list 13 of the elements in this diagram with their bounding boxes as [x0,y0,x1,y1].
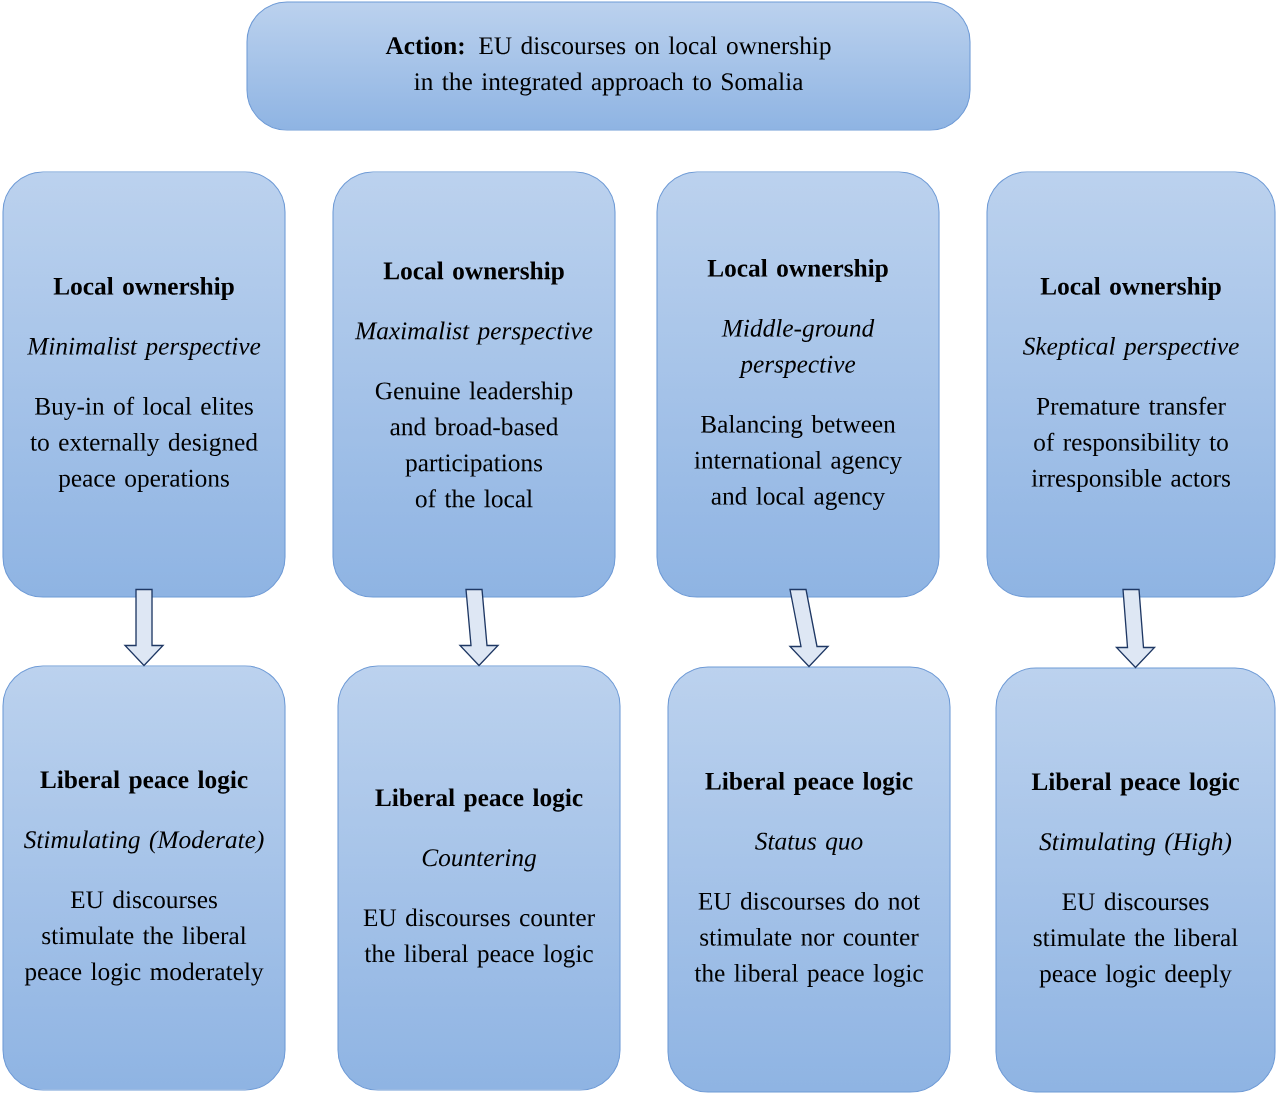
concept-box: Local ownership Maximalist perspective Genuine leadership and broad-based participations of the local [332,171,616,598]
block-arrow [1114,588,1157,669]
block-arrow [458,588,500,667]
block-arrow [788,588,830,668]
concept-box: Local ownership Skeptical perspective Premature transfer of responsibility to irresponsible actors [986,171,1276,598]
concept-box: Liberal peace logic Status quo EU discourses do not stimulate nor counter the liberal peace logic [667,666,951,1093]
concept-box: Liberal peace logic Stimulating (High) EU discourses stimulate the liberal peace logic deeply [995,667,1276,1093]
block-arrow [123,588,165,667]
concept-box: Liberal peace logic Countering EU discourses counter the liberal peace logic [337,665,621,1091]
concept-box: Local ownership Middle-ground perspective Balancing between international agency and local agency [656,171,940,598]
title-box: Action: EU discourses on local ownership in the integrated approach to Somalia [246,1,971,131]
concept-box: Liberal peace logic Stimulating (Moderate) EU discourses stimulate the liberal peace logic moderately [2,665,286,1091]
concept-box: Local ownership Minimalist perspective Buy-in of local elites to externally designed peace operations [2,171,286,598]
